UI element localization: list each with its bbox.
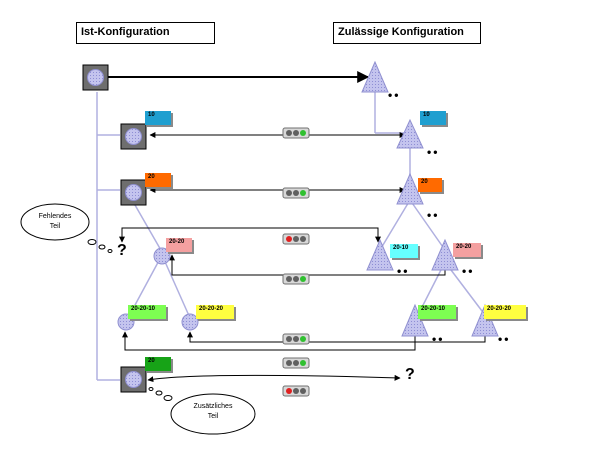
zul-root-node (361, 60, 389, 93)
missing-question-mark: ? (117, 242, 127, 259)
cloud-extra-part (148, 387, 256, 435)
ellipsis-20-20-20: •• (498, 332, 511, 346)
zul-node-10 (396, 118, 424, 149)
traffic-light-2-lamp-1 (286, 190, 292, 196)
zul-node-20 (396, 172, 424, 205)
zul-node-20-20-10 (401, 303, 429, 337)
traffic-light-6-lamp-1 (286, 360, 292, 366)
traffic-light-4-lamp-3 (300, 276, 306, 282)
traffic-light-5-lamp-2 (293, 336, 299, 342)
traffic-light-3-lamp-2 (293, 236, 299, 242)
traffic-light-2 (282, 187, 310, 199)
ellipsis-10: •• (427, 145, 440, 159)
traffic-light-6-lamp-3 (300, 360, 306, 366)
ist-node-20-extra (120, 366, 147, 393)
zul-tag-20-20: 20-20 (453, 243, 481, 257)
ist-tag-20-20-10: 20-20-10 (128, 305, 166, 319)
zul-node-20-20-20 (471, 303, 499, 337)
arrow-20-20-10 (122, 329, 418, 351)
cloud-extra-line1: Zusätzliches (193, 403, 233, 410)
ist-tag-10: 10 (145, 111, 171, 125)
zul-tag-20: 20 (418, 178, 442, 192)
zul-node-20-20 (431, 238, 459, 271)
extra-question-mark: ? (405, 366, 415, 383)
zulaessige-title: Zulässige Konfiguration (333, 22, 481, 44)
traffic-light-7-lamp-2 (293, 388, 299, 394)
zulaessige-tree-lines (374, 92, 486, 316)
zul-tag-10: 10 (420, 111, 446, 125)
ist-square-nodes (82, 64, 147, 393)
traffic-light-5-lamp-1 (286, 336, 292, 342)
ist-tag-20-extra: 20 (145, 357, 171, 371)
ist-node-20 (120, 179, 147, 206)
ist-tag-20: 20 (145, 173, 171, 187)
cloud-extra-line2: Teil (207, 413, 219, 420)
cloud-missing-part (20, 203, 113, 253)
traffic-light-2-lamp-2 (293, 190, 299, 196)
traffic-lights (282, 127, 310, 397)
ellipsis-root: •• (388, 88, 401, 102)
traffic-light-1 (282, 127, 310, 139)
zulaessige-triangle-nodes (361, 60, 499, 337)
ist-tag-20-20-20: 20-20-20 (196, 305, 234, 319)
traffic-light-7-lamp-3 (300, 388, 306, 394)
traffic-light-4-lamp-1 (286, 276, 292, 282)
ist-node-10 (120, 123, 147, 150)
ellipsis-20: •• (427, 208, 440, 222)
traffic-light-3-lamp-1 (286, 236, 292, 242)
zul-tag-20-20-20: 20-20-20 (484, 305, 526, 319)
traffic-light-2-lamp-3 (300, 190, 306, 196)
ellipsis-20-20-10: •• (432, 332, 445, 346)
traffic-light-5 (282, 333, 310, 345)
cloud-missing-text: Fehlendes Teil (24, 212, 86, 232)
zul-node-20-10 (366, 238, 394, 271)
zul-tag-20-20-10: 20-20-10 (418, 305, 456, 319)
ist-root-node (82, 64, 109, 91)
traffic-light-7-lamp-1 (286, 388, 292, 394)
ist-tag-20-20: 20-20 (166, 238, 192, 252)
traffic-light-3-lamp-3 (300, 236, 306, 242)
cloud-missing-line1: Fehlendes (38, 213, 72, 220)
arrow-extra-part (147, 374, 401, 383)
arrow-missing-20-10 (119, 227, 381, 243)
traffic-light-1-lamp-3 (300, 130, 306, 136)
traffic-light-3 (282, 233, 310, 245)
cloud-missing-line2: Teil (49, 223, 61, 230)
traffic-light-6 (282, 357, 310, 369)
zul-tag-20-10: 20-10 (390, 244, 418, 258)
ist-node-20-20-20 (181, 313, 199, 331)
traffic-light-4 (282, 273, 310, 285)
traffic-light-4-lamp-2 (293, 276, 299, 282)
traffic-light-7 (282, 385, 310, 397)
traffic-light-5-lamp-3 (300, 336, 306, 342)
ist-node-20-20 (153, 247, 171, 265)
traffic-light-1-lamp-2 (293, 130, 299, 136)
ist-title: Ist-Konfiguration (76, 22, 215, 44)
cloud-extra-text: Zusätzliches Teil (176, 402, 250, 422)
traffic-light-1-lamp-1 (286, 130, 292, 136)
ellipsis-20-10: •• (397, 264, 410, 278)
traffic-light-6-lamp-2 (293, 360, 299, 366)
ellipsis-20-20: •• (462, 264, 475, 278)
